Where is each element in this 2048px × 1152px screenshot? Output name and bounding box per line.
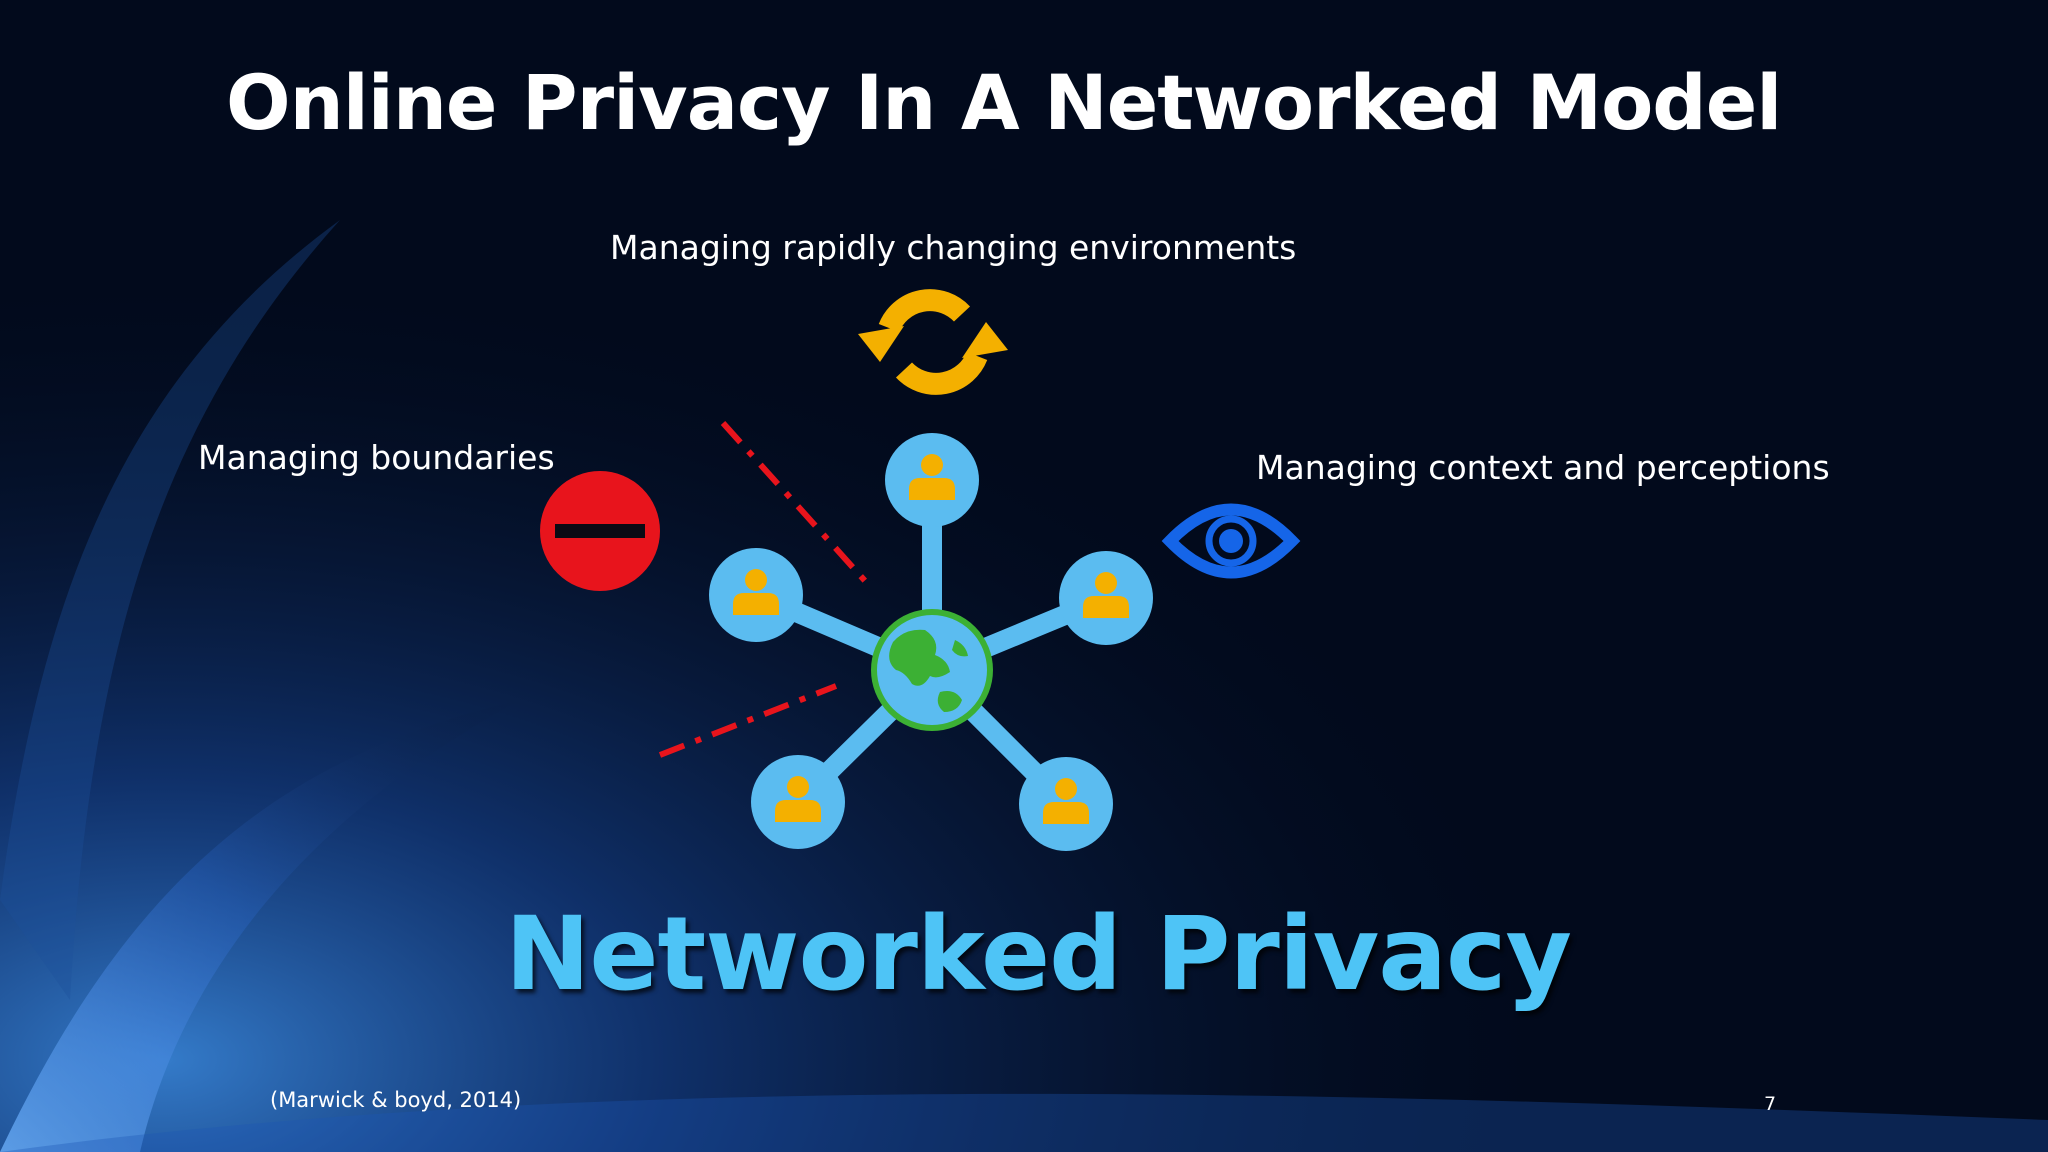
eye-icon — [1161, 503, 1301, 579]
label-context-perceptions: Managing context and perceptions — [1256, 448, 1830, 487]
citation: (Marwick & boyd, 2014) — [270, 1088, 522, 1112]
person-icon — [909, 454, 955, 500]
person-icon — [775, 776, 821, 822]
boundary-dashes — [658, 420, 869, 758]
person-node-top — [885, 433, 979, 527]
person-node-left — [709, 548, 803, 642]
person-node-bottom-left — [751, 755, 845, 849]
label-rapidly-changing: Managing rapidly changing environments — [610, 228, 1297, 267]
label-boundaries: Managing boundaries — [198, 438, 555, 477]
person-icon — [1083, 572, 1129, 618]
refresh-icon — [858, 289, 1008, 395]
person-node-right — [1059, 551, 1153, 645]
page-number: 7 — [1764, 1093, 1777, 1115]
globe-icon — [871, 609, 993, 731]
person-icon — [733, 569, 779, 615]
slide-title: Online Privacy In A Networked Model — [226, 58, 1782, 147]
networked-privacy-heading: Networked Privacy — [505, 895, 1572, 1014]
person-icon — [1043, 778, 1089, 824]
no-entry-icon — [540, 471, 660, 591]
person-node-bottom-right — [1019, 757, 1113, 851]
